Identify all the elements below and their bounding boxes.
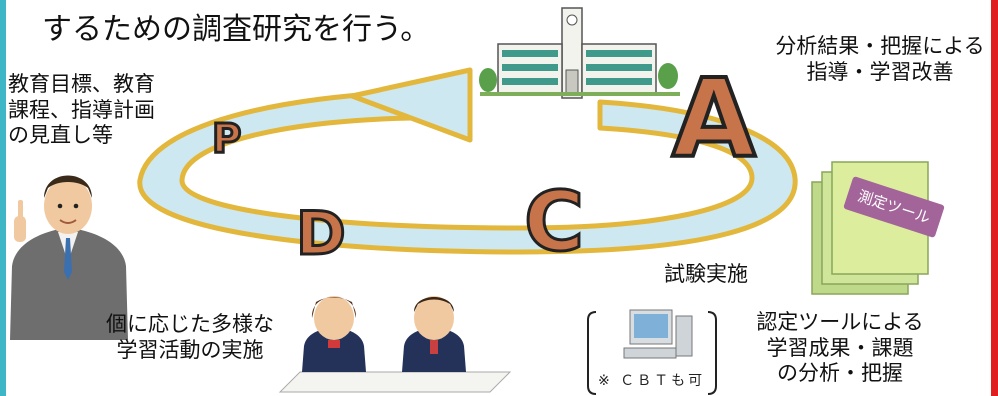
do-line: 学習活動の実施 <box>116 337 264 362</box>
school-building-icon <box>479 7 680 99</box>
plan-line: 教育目標、教育 <box>8 72 155 96</box>
act-line: 指導・学習改善 <box>806 59 954 84</box>
plan-letter: P <box>212 116 241 162</box>
cycle-ring <box>137 89 798 255</box>
check-line: の分析・把握 <box>777 361 903 386</box>
plan-line: 課程、指導計画 <box>8 97 155 122</box>
exam-label: 試験実施 <box>664 262 748 286</box>
check-letter: C <box>524 175 584 270</box>
do-letter: D <box>296 199 346 269</box>
check-line: 認定ツールによる <box>756 310 924 334</box>
check-description: 認定ツールによる 学習成果・課題 の分析・把握 <box>740 310 940 387</box>
teacher-icon <box>10 175 128 340</box>
do-description: 個に応じた多様な 学習活動の実施 <box>100 312 280 363</box>
act-description: 分析結果・把握による 指導・学習改善 <box>768 34 992 85</box>
students-icon <box>278 296 512 393</box>
plan-line: の見直し等 <box>8 123 113 148</box>
do-line: 個に応じた多様な <box>106 312 274 336</box>
right-border-stripe <box>991 0 998 396</box>
left-border-stripe <box>0 0 6 396</box>
act-letter: A <box>672 57 756 182</box>
computer-icon <box>587 309 717 395</box>
page-heading: するための調査研究を行う。 <box>42 12 431 47</box>
act-line: 分析結果・把握による <box>775 34 985 58</box>
cycle-arrowhead <box>349 67 473 143</box>
cbt-note: ※ ＣＢＴも可 <box>598 373 706 389</box>
plan-description: 教育目標、教育 課程、指導計画 の見直し等 <box>8 72 198 149</box>
check-line: 学習成果・課題 <box>766 335 914 360</box>
